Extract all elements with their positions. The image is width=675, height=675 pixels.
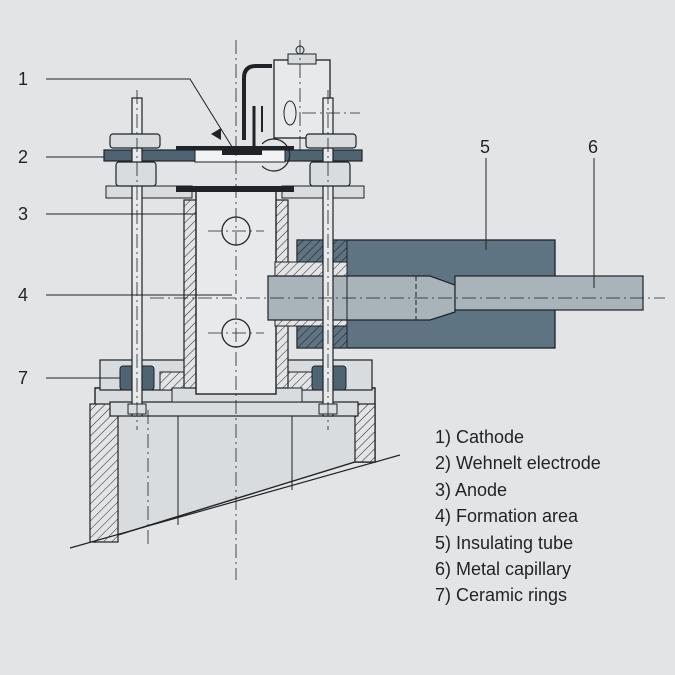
callout-5: 5 <box>480 137 490 157</box>
upper-plate <box>103 138 365 199</box>
legend-item-insulating-tube: 5) Insulating tube <box>435 532 574 553</box>
legend-item-ceramic-rings: 7) Ceramic rings <box>435 585 568 606</box>
cathode <box>211 45 331 155</box>
legend: 1) Cathode 2) Wehnelt electrode 3) Anode… <box>435 424 601 609</box>
legend-item-cathode: 1) Cathode <box>435 427 525 447</box>
legend-item-wehnelt-electrode: 2) Wehnelt electrode <box>435 453 601 474</box>
legend-item-metal-capillary: 6) Metal capillary <box>435 558 572 579</box>
callout-7: 7 <box>18 368 28 388</box>
leader-1 <box>46 78 235 151</box>
callout-1: 1 <box>18 69 28 89</box>
callout-4: 4 <box>18 285 28 305</box>
callout-2: 2 <box>18 147 28 167</box>
callout-3: 3 <box>18 204 28 224</box>
legend-item-formation-area: 4) Formation area <box>435 506 579 527</box>
center-lines <box>136 40 665 580</box>
housing-base <box>69 387 401 549</box>
legend-item-anode: 3) Anode <box>435 479 508 500</box>
callout-6: 6 <box>588 137 598 157</box>
leader-lines <box>46 78 595 379</box>
callout-labels: 1 2 3 4 5 6 7 <box>18 69 598 388</box>
